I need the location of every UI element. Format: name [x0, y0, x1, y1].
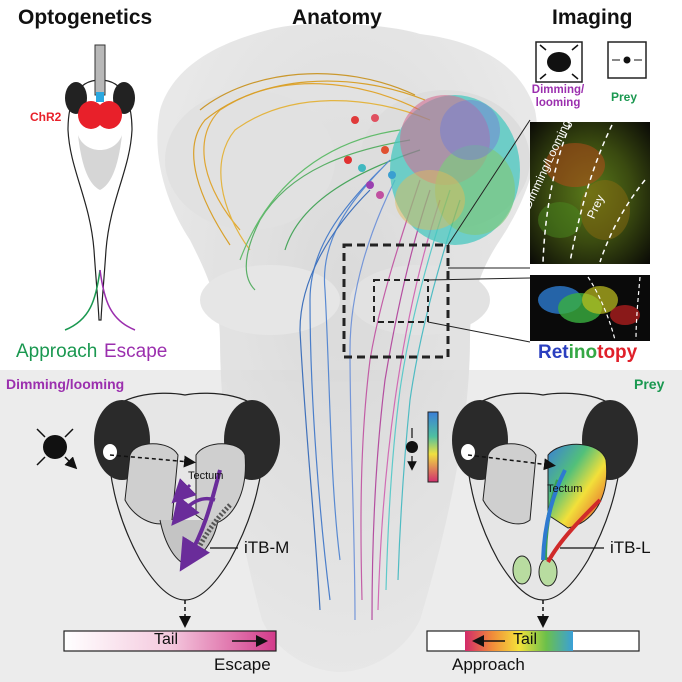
retinotopy-part-green: ino [568, 342, 598, 363]
bottom-right-brain-diagram [452, 392, 638, 628]
approach-tail-trace [64, 269, 101, 331]
retinotopy-label: Retinotopy [538, 342, 637, 364]
imaging-micrograph-lower [530, 275, 650, 341]
stim-looming-icon [535, 41, 583, 83]
retinotopy-part-blue: Ret [538, 342, 569, 363]
stim-dimming-label: Dimming/ looming [531, 84, 585, 109]
tectum-label-left: Tectum [188, 470, 224, 482]
itb-m-label: iTB-M [244, 538, 290, 557]
chr2-left-tectum [78, 101, 104, 129]
optogenetics-fish-diagram [64, 44, 136, 331]
anatomy-tectum-arbors [390, 95, 520, 245]
itb-m-pathway [179, 469, 222, 572]
approach-label: Approach [16, 341, 98, 362]
imaging-roi-large-box [342, 243, 450, 359]
escape-behavior-label: Escape [214, 655, 271, 674]
itb-l-blue-pathway [541, 469, 567, 561]
tectum-label-right: Tectum [547, 483, 583, 495]
heading-anatomy: Anatomy [292, 6, 382, 29]
retinotopy-color-scale [427, 411, 439, 483]
retinotopy-part-red: topy [597, 342, 638, 363]
tail-label-approach: Tail [513, 631, 538, 648]
optic-fiber [94, 44, 106, 96]
roi-connector-small-bottom [427, 321, 531, 343]
chr2-right-tectum [96, 101, 122, 129]
imaging-roi-small-box [373, 279, 429, 323]
heading-optogenetics: Optogenetics [18, 6, 153, 29]
escape-tail-bar [63, 630, 277, 652]
bottom-right-stimulus-icon [406, 411, 439, 483]
stim-prey-icon [607, 41, 647, 79]
imaging-micrograph-upper [530, 122, 650, 264]
heading-imaging: Imaging [552, 6, 633, 29]
chr2-label: ChR2 [30, 110, 62, 124]
stim-prey-label: Prey [611, 90, 638, 104]
roi-connector-top [447, 119, 531, 246]
escape-tail-trace [99, 269, 136, 331]
right-target-oval [538, 557, 558, 587]
bottom-left-brain-diagram [94, 392, 280, 628]
escape-label: Escape [104, 341, 168, 362]
itb-l-label: iTB-L [610, 538, 651, 557]
bottom-right-title: Prey [634, 376, 665, 392]
bottom-left-title: Dimming/looming [6, 376, 125, 392]
light-beam [96, 92, 104, 102]
roi-connector-small-top [427, 277, 531, 281]
anatomy-cell-bodies [344, 114, 396, 199]
approach-behavior-label: Approach [452, 655, 525, 674]
approach-tail-bar [426, 630, 640, 652]
left-target-oval [512, 555, 532, 585]
itb-l-red-pathway [546, 498, 602, 563]
tail-label-escape: Tail [154, 631, 179, 648]
bottom-left-stimulus-icon [36, 428, 73, 465]
